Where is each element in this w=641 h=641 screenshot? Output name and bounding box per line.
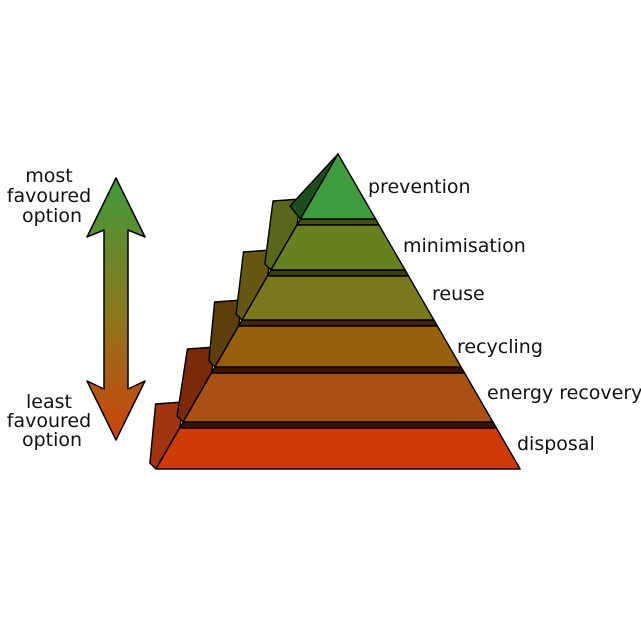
pyramid-side-reuse xyxy=(235,249,273,321)
label-recycling: recycling xyxy=(457,336,543,358)
label-energy-recovery: energy recovery xyxy=(487,382,641,404)
most-favoured-label: most favoured option xyxy=(7,165,97,227)
least-favoured-label: least favoured option xyxy=(7,391,97,451)
pyramid-front-prevention xyxy=(299,153,377,220)
label-disposal: disposal xyxy=(517,433,595,455)
pyramid-lip-recycling xyxy=(237,319,439,327)
pyramid-side-minimisation xyxy=(264,198,302,271)
pyramid-lip-reuse xyxy=(266,269,410,277)
label-minimisation: minimisation xyxy=(403,235,526,257)
pyramid-lip-energy-recovery xyxy=(210,366,466,374)
pyramid-side-disposal xyxy=(149,401,185,470)
pyramid-front-minimisation xyxy=(270,224,406,271)
pyramid-front-disposal xyxy=(155,427,521,470)
pyramid-side-recycling xyxy=(208,299,244,368)
favourability-arrow-icon xyxy=(86,177,146,441)
pyramid-side-energy-recovery xyxy=(176,346,217,423)
pyramid-front-reuse xyxy=(241,275,435,321)
pyramid-lip-disposal xyxy=(178,421,498,429)
label-prevention: prevention xyxy=(368,176,471,198)
pyramid-front-energy-recovery xyxy=(182,372,494,423)
pyramid-front-recycling xyxy=(214,325,462,368)
pyramid-lip-minimisation xyxy=(296,218,380,226)
label-reuse: reuse xyxy=(432,283,485,305)
